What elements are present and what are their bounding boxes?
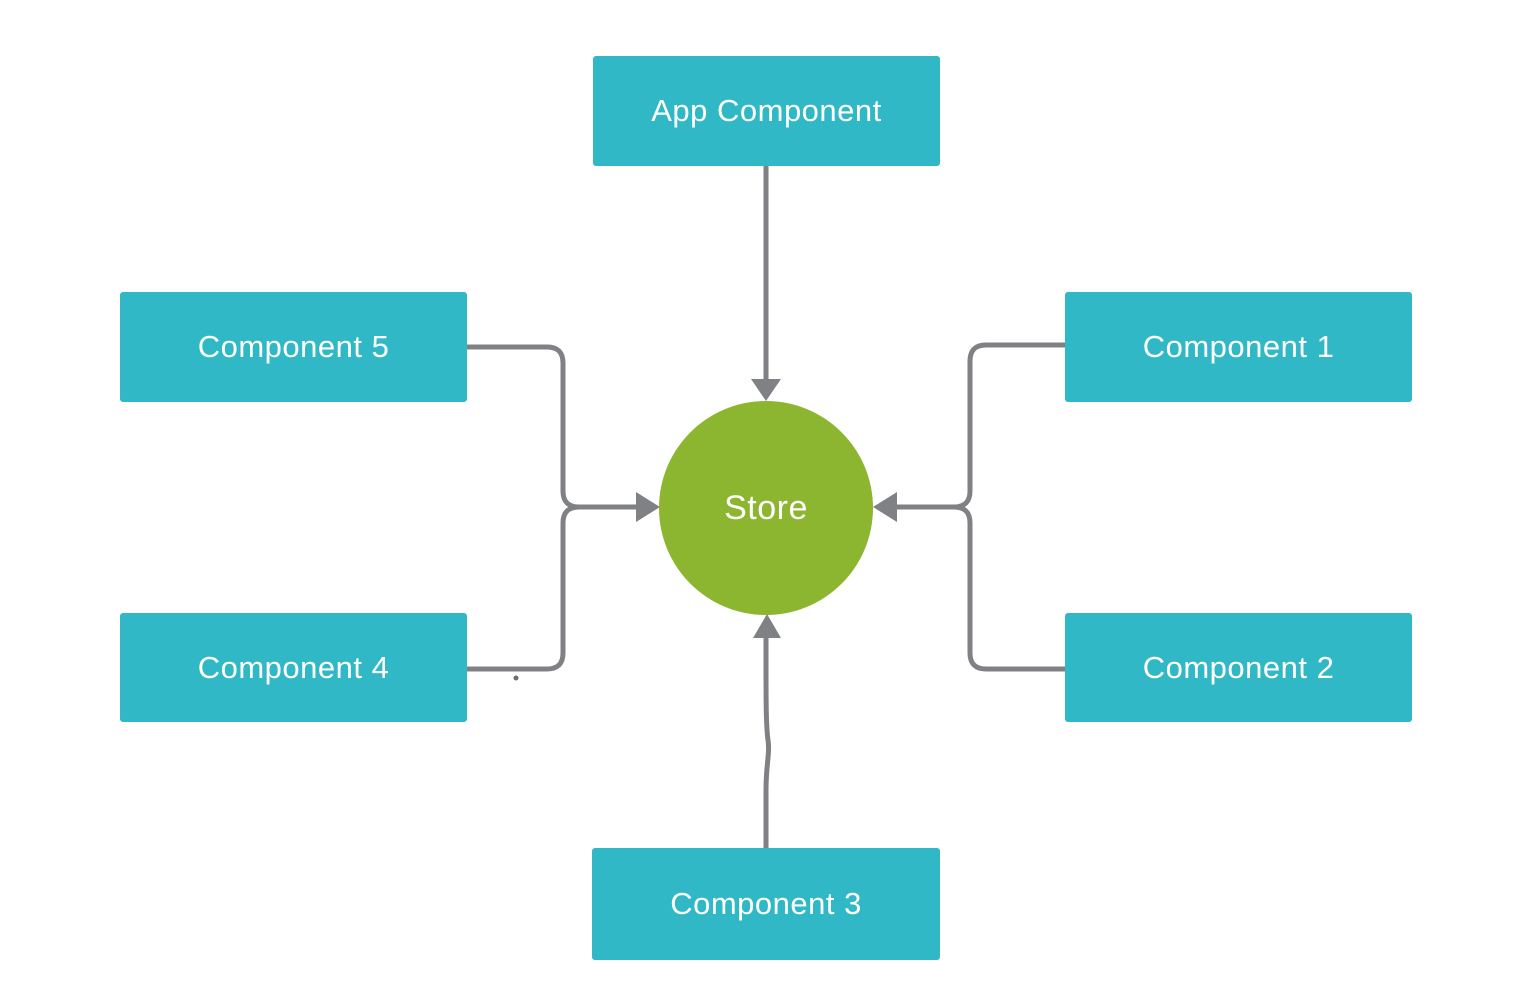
node-component-5-label: Component 5 xyxy=(197,329,390,364)
node-component-5: Component 5 xyxy=(120,292,467,402)
node-component-2-label: Component 2 xyxy=(1142,649,1335,685)
node-app-component-label: App Component xyxy=(651,93,882,128)
node-component-4: Component 4 xyxy=(120,613,467,722)
arrowhead-right-icon xyxy=(873,492,897,522)
connector-component2-to-store xyxy=(894,504,1068,672)
node-component-4-label: Component 4 xyxy=(197,649,390,685)
node-component-1-label: Component 1 xyxy=(1142,329,1335,364)
arrowhead-left-icon xyxy=(636,492,660,522)
node-app-component: App Component xyxy=(593,56,940,166)
node-component-3-label: Component 3 xyxy=(670,886,862,921)
stray-dot xyxy=(513,675,519,681)
node-component-2: Component 2 xyxy=(1065,613,1412,722)
node-store-label: Store xyxy=(724,488,808,527)
node-component-1: Component 1 xyxy=(1065,292,1412,402)
connector-component1-to-store xyxy=(894,342,1068,510)
arrowhead-bottom-icon xyxy=(753,614,781,638)
connector-component3-to-store xyxy=(763,634,772,851)
arrowhead-top-icon xyxy=(751,379,781,401)
node-component-3: Component 3 xyxy=(592,848,940,960)
connector-component4-to-store xyxy=(464,504,639,672)
connector-component5-to-store xyxy=(464,344,639,510)
node-store: Store xyxy=(659,401,873,615)
